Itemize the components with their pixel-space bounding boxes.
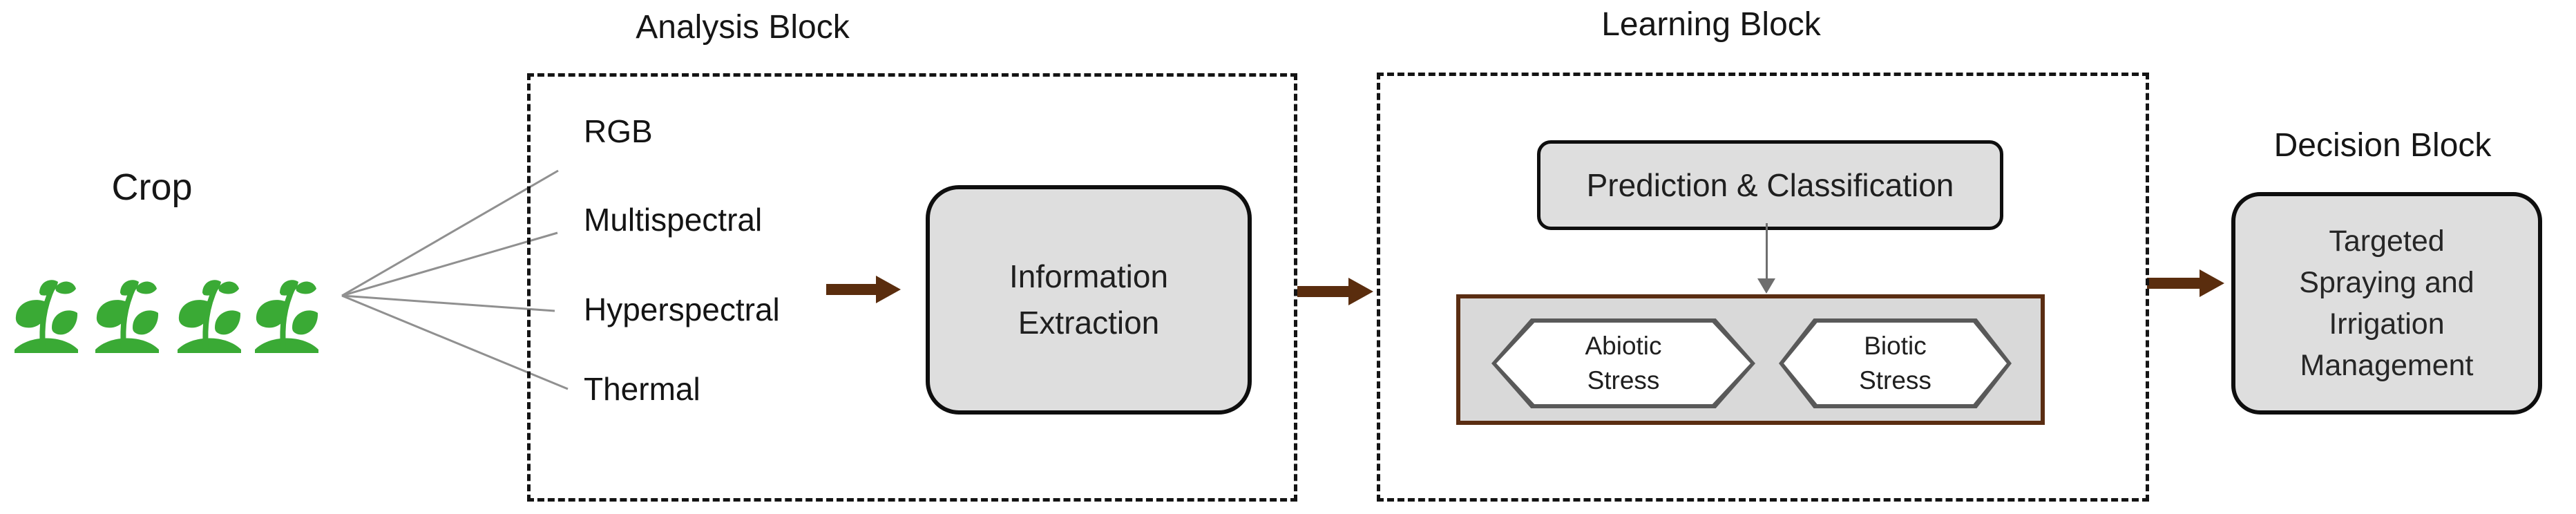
prediction-classification-box: Prediction & Classification [1537, 140, 2003, 230]
modality-label-rgb: RGB [584, 113, 653, 149]
decision-action-box: Targeted Spraying and Irrigation Managem… [2231, 192, 2542, 415]
modality-label-multispectral: Multispectral [584, 202, 763, 238]
decision-block-title: Decision Block [2273, 127, 2492, 164]
seedling-icon [95, 280, 159, 353]
biotic-stress-label: Biotic Stress [1784, 323, 2007, 404]
down-arrow-icon [1766, 223, 1768, 280]
analysis-block-boundary [527, 73, 1297, 502]
crop-label: Crop [111, 166, 193, 208]
seedling-icon [255, 280, 318, 353]
learning-block-title: Learning Block [1601, 6, 1821, 43]
crop-plants-icon-group [10, 263, 335, 359]
arrow-head [876, 276, 901, 303]
seedling-icon [15, 280, 78, 353]
information-extraction-box: Information Extraction [926, 185, 1252, 415]
right-arrow-icon [2147, 269, 2224, 297]
modality-label-thermal: Thermal [584, 371, 700, 407]
right-arrow-icon [1297, 278, 1373, 305]
abiotic-stress-hexagon: Abiotic Stress [1491, 318, 1755, 408]
analysis-block-title: Analysis Block [636, 9, 850, 46]
right-arrow-icon [826, 276, 901, 303]
arrow-head [1348, 278, 1373, 305]
arrow-head [2200, 269, 2224, 297]
down-arrow-head [1757, 278, 1775, 294]
arrow-shaft [826, 284, 876, 295]
arrow-shaft [1297, 286, 1348, 297]
learning-block-boundary [1377, 73, 2149, 502]
abiotic-stress-label: Abiotic Stress [1496, 323, 1750, 404]
biotic-stress-hexagon: Biotic Stress [1779, 318, 2012, 408]
arrow-shaft [2147, 278, 2200, 289]
modality-label-hyperspectral: Hyperspectral [584, 292, 780, 327]
seedling-icon [178, 280, 241, 353]
